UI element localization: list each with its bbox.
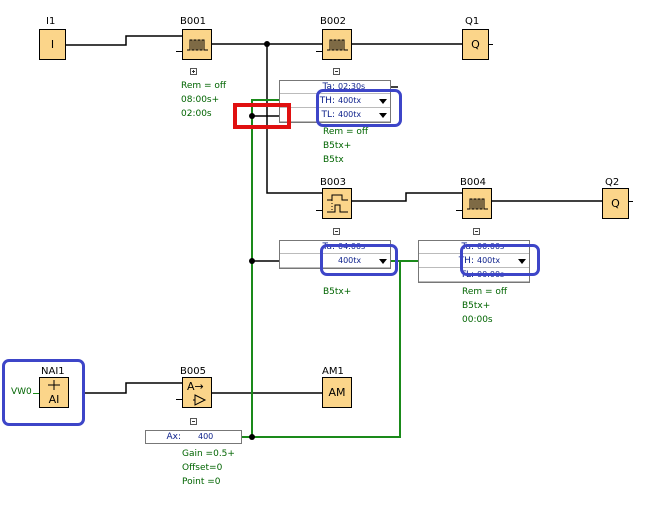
b005-ax-row: Ax: 400	[146, 431, 241, 443]
b002-param-tl: B5tx	[323, 155, 344, 165]
wire-branch-to-b003	[266, 44, 322, 194]
b004-param-rem: Rem = off	[462, 287, 508, 297]
analog-wire-main	[251, 99, 280, 437]
b002-param-th: B5tx+	[323, 141, 352, 151]
q2-symbol: Q	[611, 197, 620, 210]
wire-b003-b004	[352, 192, 462, 202]
amplifier-arrow-icon: A→	[187, 380, 204, 393]
nai1-name: NAI1	[41, 366, 65, 377]
wire-i1-b001	[66, 35, 182, 46]
pulse-generator-icon	[187, 39, 208, 51]
b005-name: B005	[180, 366, 206, 377]
amplifier-triangle-icon	[193, 394, 207, 406]
b003-ta-key: Ta:	[322, 242, 335, 252]
b002-tl-dropdown[interactable]: 400tx	[338, 110, 362, 119]
q2-output-pin[interactable]	[629, 201, 633, 202]
analog-marker-block-am1[interactable]: AM	[322, 377, 352, 408]
b005-ax-value[interactable]: 400	[198, 432, 214, 441]
b001-param-rem: Rem = off	[181, 81, 227, 91]
pulse-generator-icon	[467, 198, 488, 210]
highlight-b003-timing	[320, 244, 398, 276]
junction-dot	[264, 41, 270, 47]
output-block-q2[interactable]: Q	[602, 188, 629, 219]
b005-ax-key: Ax:	[166, 432, 181, 442]
analog-crosshair-icon	[48, 380, 60, 390]
i1-symbol: I	[50, 38, 55, 51]
edge-triggered-relay-icon	[327, 194, 348, 213]
b002-name: B002	[320, 16, 346, 27]
b003-t-dropdown[interactable]: 400tx	[338, 256, 362, 265]
junction-dot	[249, 258, 255, 264]
dropdown-arrow-icon[interactable]	[379, 259, 387, 264]
highlight-b004-timing	[460, 244, 540, 276]
b002-ta-key: Ta:	[322, 82, 335, 92]
function-block-b003[interactable]	[322, 188, 352, 219]
analog-input-block-nai1[interactable]: AI	[39, 377, 69, 408]
b005-input-pin[interactable]	[176, 399, 182, 400]
b001-param-off: 02:00s	[181, 109, 212, 119]
b004-name: B004	[460, 177, 486, 188]
function-block-b001[interactable]	[182, 29, 212, 60]
b005-param-point: Point =0	[182, 477, 221, 487]
b005-param-gain: Gain =0.5+	[182, 449, 235, 459]
am1-symbol: AM	[328, 386, 346, 399]
b001-param-on: 08:00s+	[181, 95, 220, 105]
output-block-q1[interactable]: Q	[462, 29, 489, 60]
b004-th-row: TH: 400tx	[419, 255, 529, 268]
analog-wire-b005-ax	[242, 260, 401, 438]
analog-amplifier-block-b005[interactable]: A→	[182, 377, 212, 408]
b004-th-dropdown[interactable]: 400tx	[477, 256, 501, 265]
input-block-i1[interactable]: I	[39, 29, 66, 60]
q1-output-pin[interactable]	[489, 44, 493, 45]
b004-param-tl: 00:00s	[462, 315, 493, 325]
wire-nai1-b005	[82, 382, 182, 394]
b003-t-row: 400tx	[280, 255, 390, 268]
b003-param: B5tx+	[323, 287, 352, 297]
highlight-nai1	[2, 359, 85, 426]
dropdown-arrow-icon[interactable]	[518, 259, 526, 264]
b003-input-pin[interactable]	[316, 210, 322, 211]
highlight-analog-junction	[233, 103, 291, 129]
b002-param-rem: Rem = off	[323, 127, 369, 137]
pulse-generator-icon	[327, 39, 348, 51]
b004-param-th: B5tx+	[462, 301, 491, 311]
junction-dot	[249, 434, 255, 440]
am1-name: AM1	[322, 366, 344, 377]
i1-name: I1	[46, 16, 56, 27]
nai1-input-pin	[33, 393, 39, 394]
b002-th-row: TH: 400tx	[280, 95, 390, 108]
nai1-input-label: VW0	[11, 387, 32, 397]
b004-th-key: TH:	[458, 256, 474, 266]
q1-name: Q1	[465, 16, 480, 27]
b003-name: B003	[320, 177, 346, 188]
highlight-b002-timings	[316, 89, 402, 127]
b002-tl-key: TL:	[321, 110, 335, 120]
b005-parameter-table: Ax: 400	[145, 430, 242, 444]
b002-th-key: TH:	[319, 96, 335, 106]
function-block-b002[interactable]	[322, 29, 352, 60]
b001-name: B001	[180, 16, 206, 27]
b005-param-offset: Offset=0	[182, 463, 223, 473]
function-block-b004[interactable]	[462, 188, 492, 219]
b002-parameter-table: Ta: 02:30s TH: 400tx TL: 400tx	[279, 80, 391, 123]
b002-th-dropdown[interactable]: 400tx	[338, 96, 362, 105]
b002-ta-value: 02:30s	[338, 82, 366, 91]
expand-icon[interactable]	[190, 68, 197, 75]
b004-ta-key: Ta:	[461, 242, 474, 252]
collapse-icon[interactable]	[333, 68, 340, 75]
q2-name: Q2	[605, 177, 620, 188]
nai1-symbol: AI	[48, 393, 60, 406]
collapse-icon[interactable]	[190, 418, 197, 425]
q1-symbol: Q	[471, 38, 480, 51]
junction-dot	[249, 113, 255, 119]
b004-input-pin[interactable]	[456, 210, 462, 211]
collapse-icon[interactable]	[473, 228, 480, 235]
b001-input-pin[interactable]	[176, 51, 182, 52]
b002-tl-row: TL: 400tx	[280, 109, 390, 122]
b002-input-pin[interactable]	[316, 51, 322, 52]
dropdown-arrow-icon[interactable]	[379, 113, 387, 118]
collapse-icon[interactable]	[333, 228, 340, 235]
dropdown-arrow-icon[interactable]	[379, 99, 387, 104]
b002-ta-row: Ta: 02:30s	[280, 81, 390, 94]
